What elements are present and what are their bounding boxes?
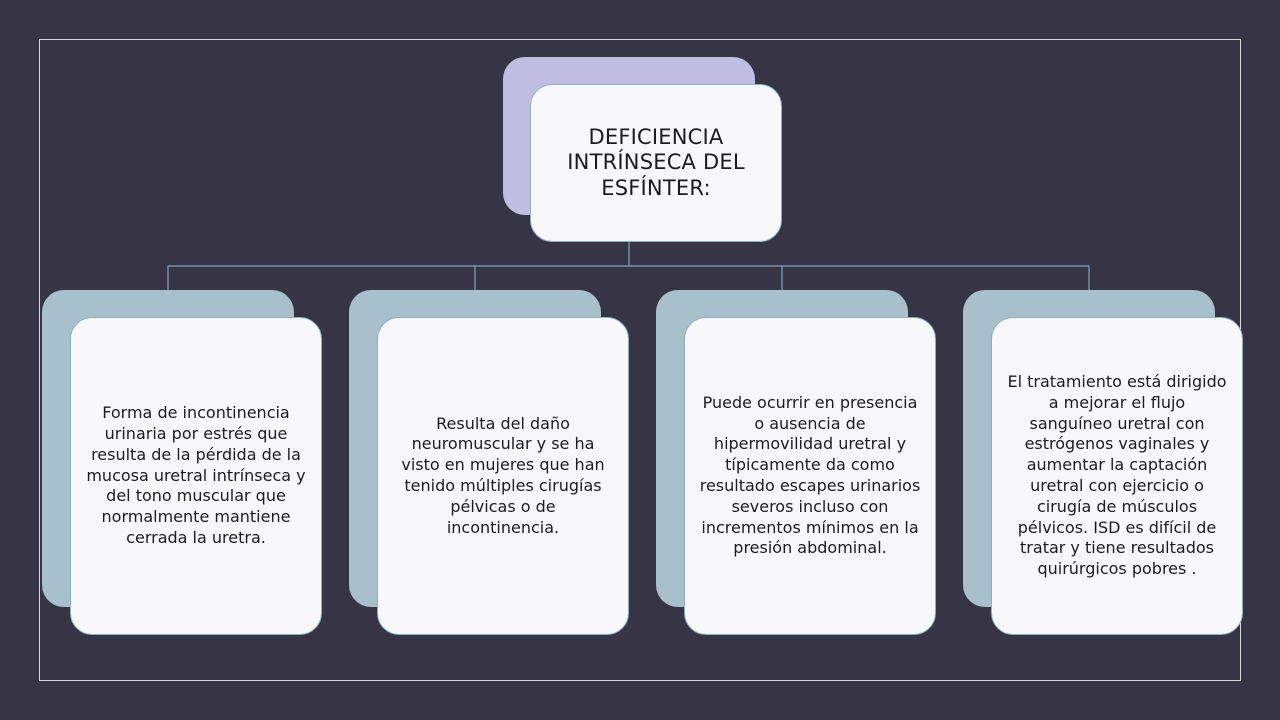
child-node-2: Resulta del daño neuromuscular y se ha v…: [377, 317, 629, 635]
child-node-1-text: Forma de incontinencia urinaria por estr…: [86, 403, 306, 547]
child-node-3: Puede ocurrir en presencia o ausencia de…: [684, 317, 936, 635]
child-node-1: Forma de incontinencia urinaria por estr…: [70, 317, 322, 635]
child-node-3-text: Puede ocurrir en presencia o ausencia de…: [699, 392, 921, 558]
child-node-2-text: Resulta del daño neuromuscular y se ha v…: [401, 413, 605, 537]
root-node: DEFICIENCIA INTRÍNSECA DEL ESFÍNTER:: [530, 84, 782, 242]
child-node-4-text: El tratamiento está dirigido a mejorar e…: [1007, 372, 1227, 579]
child-node-4: El tratamiento está dirigido a mejorar e…: [991, 317, 1243, 635]
root-node-text: DEFICIENCIA INTRÍNSECA DEL ESFÍNTER:: [567, 124, 745, 200]
